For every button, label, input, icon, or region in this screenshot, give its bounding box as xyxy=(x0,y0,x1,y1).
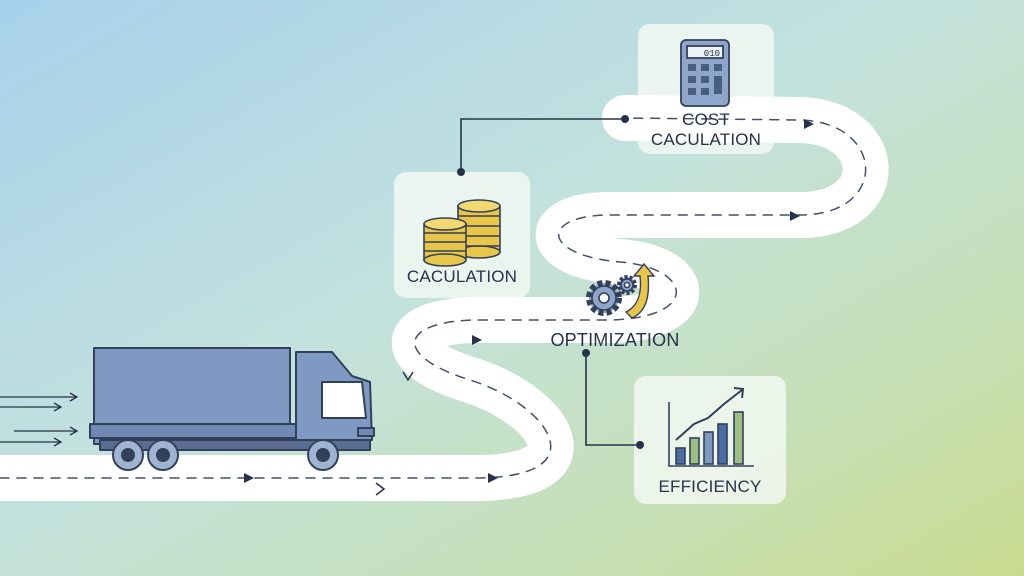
connector-calculation xyxy=(460,118,625,172)
speed-lines xyxy=(0,392,79,447)
optimization-label: OPTIMIZATION xyxy=(550,330,680,350)
coin-stacks-icon xyxy=(423,199,501,267)
road-arrow xyxy=(244,473,254,483)
cost-calculation-line2: CACULATION xyxy=(650,130,762,149)
calculator-icon xyxy=(680,39,730,107)
connector-dot xyxy=(582,349,590,357)
connector-dot xyxy=(457,168,465,176)
calculator-display: 010 xyxy=(704,49,720,59)
connector-dot xyxy=(621,115,629,123)
road-arrow xyxy=(804,119,814,129)
connector-efficiency xyxy=(585,353,640,446)
road-arrow-open xyxy=(375,482,386,496)
road-arrow xyxy=(472,335,482,345)
road-arrow xyxy=(488,473,498,483)
road-direction-arrows xyxy=(244,119,814,483)
connector-dot xyxy=(636,441,644,449)
cost-calculation-line1: COST xyxy=(681,110,731,129)
gears-arrow-icon xyxy=(586,262,656,319)
calculation-label: CACULATION xyxy=(406,267,518,286)
truck-icon xyxy=(89,347,375,471)
efficiency-label: EFFICIENCY xyxy=(658,477,762,496)
cost-calculation-label: COST CACULATION xyxy=(638,110,774,150)
winding-road xyxy=(0,95,889,501)
road-open-arrows xyxy=(375,371,414,496)
road-arrow xyxy=(790,211,800,221)
connectors xyxy=(460,118,640,446)
bar-chart-up-icon xyxy=(668,387,754,467)
road-arrow-open xyxy=(402,371,414,382)
